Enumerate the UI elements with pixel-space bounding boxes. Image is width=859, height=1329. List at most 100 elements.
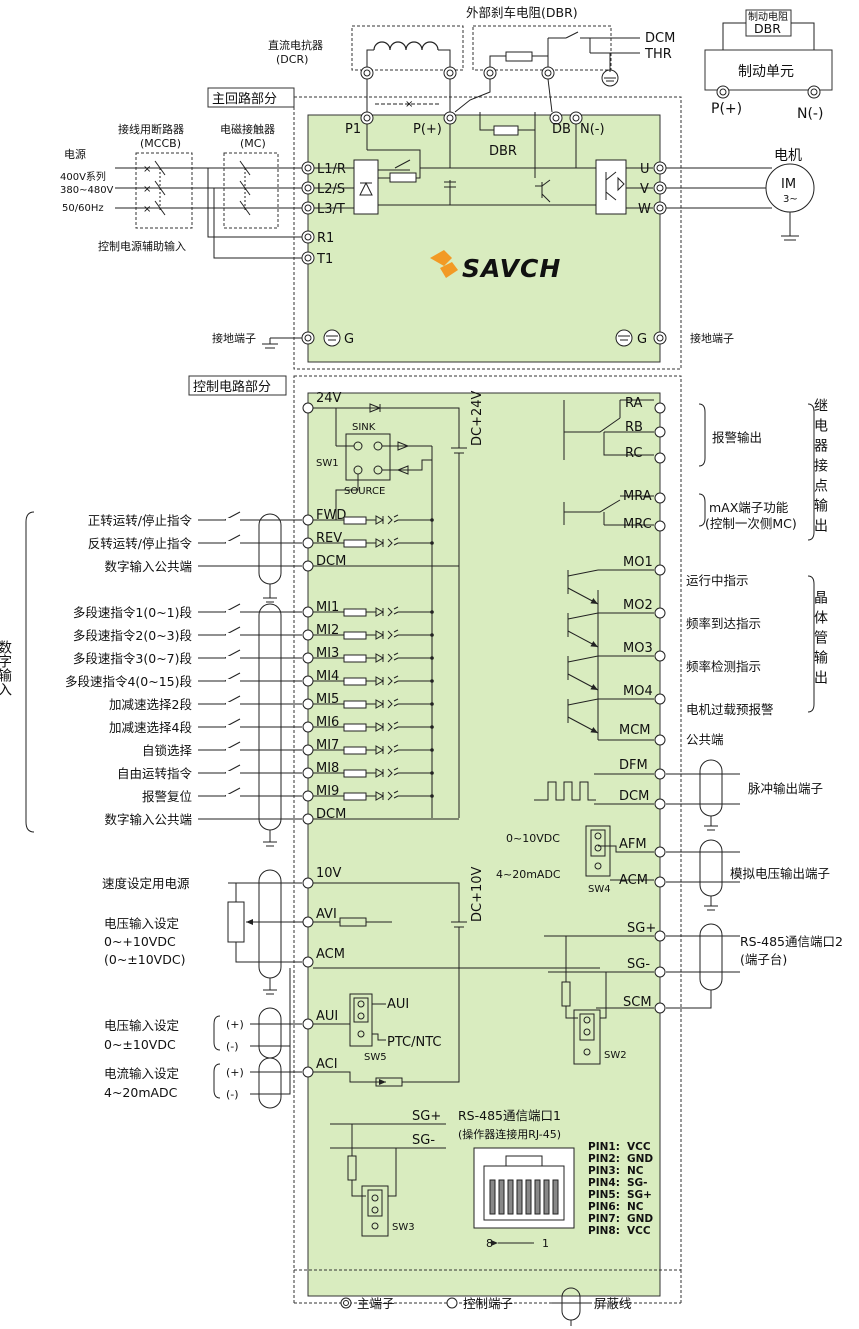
aui-label: AUI: [316, 1009, 338, 1024]
internal-dbr-label: DBR: [489, 144, 517, 159]
mo-terminal-label: MO2: [623, 598, 653, 613]
svg-text:×: ×: [143, 164, 151, 175]
digital-input-label: 数字输入: [0, 640, 12, 696]
rs485-2-sgm: SG-: [627, 957, 650, 972]
vin2-range: 0~±10VDC: [104, 1037, 176, 1052]
control-terminal: [302, 606, 314, 618]
rj45-pin-8: 8: [486, 1237, 493, 1250]
relay-wiring: [563, 399, 654, 526]
logo-chevron-icon: [430, 250, 458, 278]
brake-dbr-label-2: DBR: [754, 21, 781, 36]
digital-input-desc: 自由运转指令: [117, 766, 193, 781]
mc-label-1: 电磁接触器: [220, 122, 275, 136]
digital-input-terminal-label: MI7: [316, 738, 339, 753]
mccb-label-2: (MCCB): [140, 137, 181, 150]
sw1-label: SW1: [316, 458, 339, 469]
brake-unit-box: [704, 49, 833, 91]
afm-label: AFM: [619, 837, 647, 852]
aci-label: ACI: [316, 1057, 338, 1072]
ao-i-label: 4~20mADC: [496, 868, 561, 881]
control-terminal: [302, 514, 314, 526]
mrc-label: MRC: [623, 517, 652, 532]
p1-label: P1: [345, 122, 361, 137]
main-terminal-icon: [340, 1297, 352, 1309]
sw4-switch: [585, 825, 654, 881]
control-terminal: [302, 560, 314, 572]
iin-title: 电流输入设定: [104, 1066, 179, 1081]
dbr-dcm-label: DCM: [645, 31, 675, 46]
savch-logo: SAVCH: [430, 250, 560, 283]
mccb-label-1: 接线用断路器: [118, 122, 184, 136]
sw2-label: SW2: [604, 1050, 627, 1061]
control-terminal: [302, 652, 314, 664]
sw1-circuit: [313, 403, 467, 818]
main-circuit-frame: [293, 96, 682, 370]
dfm-label: DFM: [619, 758, 648, 773]
sw5-label: SW5: [364, 1052, 387, 1063]
dc24-label: DC+24V: [470, 390, 485, 446]
dbr-thr-label: THR: [644, 47, 672, 62]
digital-input-terminal-label: MI1: [316, 600, 339, 615]
digital-input-terminal-label: FWD: [316, 508, 346, 523]
svg-text:×: ×: [405, 99, 413, 110]
rc-label: RC: [625, 446, 642, 461]
legend: 主端子 控制端子 屏蔽线: [340, 1287, 632, 1326]
pin-table: PIN1:VCCPIN2:GNDPIN3:NCPIN4:SG-PIN5:SG+P…: [588, 1141, 653, 1237]
mo-terminal-label: MO4: [623, 684, 653, 699]
digital-input-desc: 加减速选择2段: [109, 697, 192, 712]
control-terminal: [302, 629, 314, 641]
rj45-port-icon: [473, 1147, 575, 1229]
main-board: [307, 114, 661, 363]
digital-input-terminal-label: MI6: [316, 715, 339, 730]
digital-input-desc: 正转运转/停止指令: [88, 513, 193, 528]
digital-input-terminal-label: MI4: [316, 669, 339, 684]
control-circuit-label: 控制电路部分: [193, 379, 271, 395]
motor-title: 电机: [774, 148, 802, 164]
brake-p-label: P(+): [711, 101, 742, 117]
pin-name: PIN6:: [588, 1201, 620, 1213]
pulse-dcm-label: DCM: [619, 789, 649, 804]
iin-minus: (-): [226, 1088, 239, 1101]
digital-input-terminal-label: REV: [316, 531, 342, 546]
pin-signal: VCC: [627, 1141, 651, 1153]
brake-dbr-label-1: 制动电阻: [748, 10, 788, 23]
mo-desc: 运行中指示: [686, 573, 749, 588]
mcm-desc: 公共端: [686, 732, 724, 747]
svg-text:×: ×: [143, 184, 151, 195]
voltage-label: 380~480V: [60, 185, 114, 196]
ground-right-g: G: [637, 332, 647, 347]
digital-input-desc: 加减速选择4段: [109, 720, 192, 735]
mra-label: MRA: [623, 489, 652, 504]
pin-name: PIN8:: [588, 1225, 620, 1237]
control-terminal-icon: [446, 1297, 458, 1309]
v10-label: 10V: [316, 866, 342, 881]
pin-signal: GND: [627, 1153, 653, 1165]
rs485-2-wiring: [544, 923, 740, 1065]
digital-input-desc: 多段速指令2(0~3)段: [73, 628, 192, 643]
iin-range: 4~20mADC: [104, 1085, 178, 1100]
freq-label: 50/60Hz: [62, 203, 104, 214]
rs485-1-title: RS-485通信端口1: [458, 1108, 561, 1123]
p-plus-label: P(+): [413, 122, 442, 137]
shield-icons-left: [258, 513, 282, 847]
vin2-title: 电压输入设定: [104, 1018, 179, 1033]
control-terminal: [302, 537, 314, 549]
u-label: U: [640, 162, 650, 177]
series-label: 400V系列: [60, 170, 106, 183]
rs485-1-wiring: [330, 1123, 446, 1237]
transistor-group-label: 晶体管输出: [812, 590, 828, 690]
mo-terminal-label: MO1: [623, 555, 653, 570]
digital-input-desc: 反转运转/停止指令: [88, 536, 193, 551]
rj45-pins: [489, 1179, 559, 1215]
control-terminal: [302, 813, 314, 825]
source-label: 电源: [64, 147, 86, 161]
pin-signal: GND: [627, 1213, 653, 1225]
sw5-switch: [313, 993, 386, 1047]
t1-label: T1: [316, 252, 333, 267]
legend-shield: 屏蔽线: [594, 1296, 632, 1311]
r1-label: R1: [317, 231, 334, 246]
digital-input-terminal-label: MI3: [316, 646, 339, 661]
pin-signal: NC: [627, 1201, 644, 1213]
ground-right-label: 接地端子: [690, 332, 734, 345]
